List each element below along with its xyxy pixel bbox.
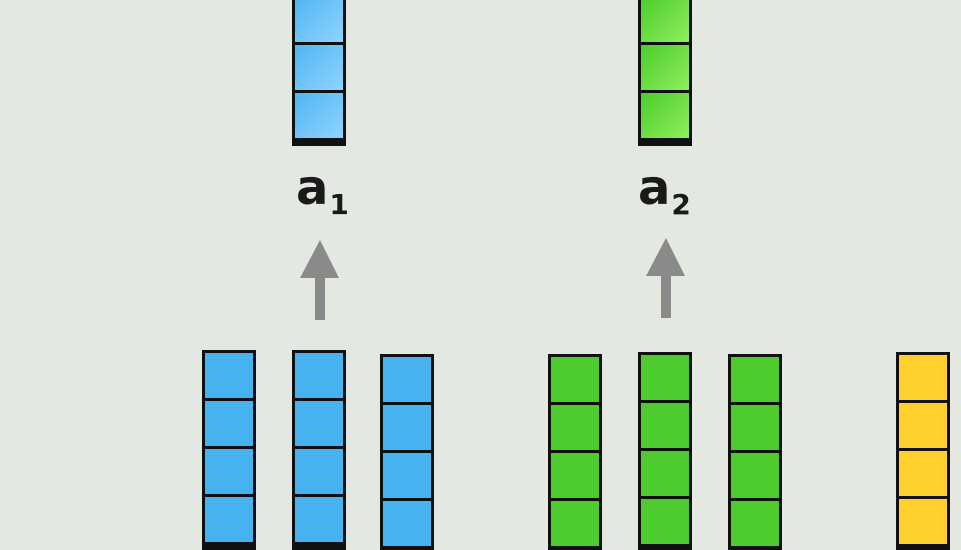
up-arrow-icon [300,240,339,320]
vector-cell [551,501,599,546]
vector-cell [205,401,253,446]
label-a2-base: a [638,160,671,216]
vector-cell [205,353,253,398]
vector-cell [899,499,947,544]
vector-cell [551,357,599,402]
vector-cell [731,405,779,450]
vector-cell [899,355,947,400]
vector-cell [551,453,599,498]
input-vector-green-2 [638,352,692,550]
vector-cell [641,499,689,544]
vector-cell [383,501,431,546]
label-a2-subscript: 2 [671,188,691,221]
input-vector-yellow-1 [896,352,950,550]
vector-cell [641,93,689,138]
vector-cell [731,453,779,498]
vector-cell [641,45,689,90]
vector-cell [383,405,431,450]
vector-cell [731,501,779,546]
input-vector-green-1 [548,354,602,550]
vector-cell [383,453,431,498]
vector-cell [641,403,689,448]
vector-cell [641,0,689,42]
vector-cell [205,497,253,542]
output-vector-a2 [638,0,692,146]
vector-cell [551,405,599,450]
vector-cell [295,45,343,90]
vector-cell [731,357,779,402]
vector-cell [205,449,253,494]
vector-cell [899,451,947,496]
input-vector-blue-2 [292,350,346,550]
output-vector-a1 [292,0,346,146]
vector-cell [295,0,343,42]
label-a2: a2 [638,164,691,219]
label-a1-subscript: 1 [329,188,349,221]
vector-cell [383,357,431,402]
input-vector-blue-1 [202,350,256,550]
vector-cell [295,401,343,446]
label-a1-base: a [296,160,329,216]
input-vector-blue-3 [380,354,434,550]
input-vector-green-3 [728,354,782,550]
vector-cell [641,451,689,496]
vector-cell [295,497,343,542]
vector-cell [899,403,947,448]
vector-cell [295,93,343,138]
label-a1: a1 [296,164,349,219]
up-arrow-icon [646,238,685,318]
vector-cell [295,353,343,398]
vector-cell [295,449,343,494]
vector-cell [641,355,689,400]
